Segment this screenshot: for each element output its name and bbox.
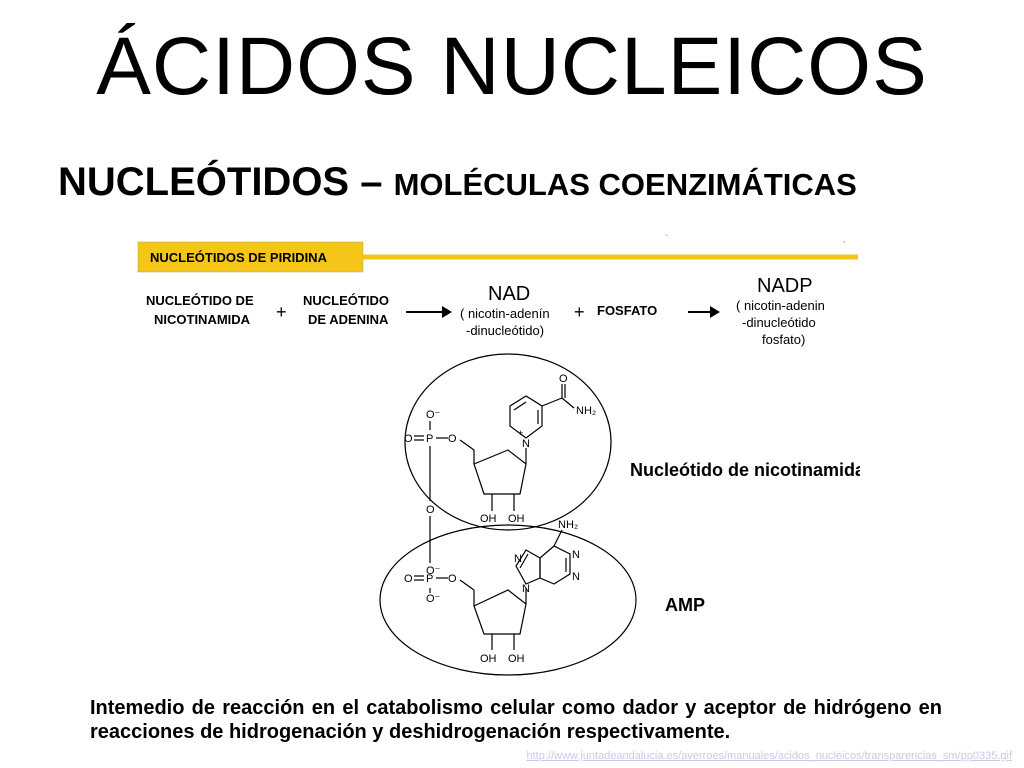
nadp-desc-line2: -dinucleótido	[742, 315, 816, 330]
reactant1-line2: NICOTINAMIDA	[154, 312, 251, 327]
atom-oh-top-1: OH	[480, 513, 497, 525]
slide-subtitle: NUCLEÓTIDOS – MOLÉCULAS COENZIMÁTICAS	[58, 160, 857, 205]
atom-oh-bottom-1: OH	[480, 653, 497, 665]
atom-n-adenine-4: N	[522, 583, 530, 595]
atom-nh2-amide: NH₂	[576, 405, 596, 417]
atom-o-ester-top: O	[448, 433, 457, 445]
source-link[interactable]: http://www.juntadeandalucia.es/averroes/…	[526, 750, 1012, 762]
nad-desc-line1: ( nicotin-adenín	[460, 306, 550, 321]
nadp-label: NADP	[757, 275, 813, 297]
plus-sign-2: +	[574, 302, 585, 322]
banner-label: NUCLEÓTIDOS DE PIRIDINA	[150, 250, 328, 265]
svg-text:`: `	[665, 233, 668, 245]
reaction-arrow-1	[406, 306, 452, 318]
nad-label: NAD	[488, 283, 530, 305]
atom-n-adenine-2: N	[572, 571, 580, 583]
reactant2-line2: DE ADENINA	[308, 312, 389, 327]
reactant2-line1: NUCLEÓTIDO	[303, 293, 389, 308]
svg-text:‚: ‚	[843, 234, 845, 245]
atom-nh2-adenine: NH₂	[558, 519, 578, 531]
nadp-desc-line1: ( nicotin-adenin	[736, 298, 825, 313]
atom-o-amide: O	[559, 373, 568, 385]
nad-molecule-atoms: O⁻ O P O O N + O NH₂ OH OH NH₂ N N N N O…	[404, 373, 596, 665]
amp-label: AMP	[665, 595, 705, 615]
subtitle-rest: MOLÉCULAS COENZIMÁTICAS	[393, 167, 857, 202]
phosphate-label: FOSFATO	[597, 303, 657, 318]
nad-structure-figure: NUCLEÓTIDOS DE PIRIDINA ` ‚ NUCLEÓTIDO D…	[137, 233, 860, 676]
atom-o-double-bottom: O	[404, 573, 413, 585]
atom-o-ester-bottom: O	[448, 573, 457, 585]
subtitle-main: NUCLEÓTIDOS –	[58, 160, 394, 204]
atom-oh-top-2: OH	[508, 513, 525, 525]
atom-o-double-top: O	[404, 433, 413, 445]
banner: NUCLEÓTIDOS DE PIRIDINA ` ‚	[137, 233, 858, 273]
reaction-scheme: NUCLEÓTIDO DE NICOTINAMIDA + NUCLEÓTIDO …	[146, 275, 825, 347]
atom-n-adenine-1: N	[572, 549, 580, 561]
atom-oh-bottom-2: OH	[508, 653, 525, 665]
reaction-arrow-2	[688, 306, 720, 318]
atom-plus-charge: +	[518, 428, 523, 438]
atom-p-bottom: P	[426, 573, 433, 585]
atom-o-minus-top: O⁻	[426, 409, 441, 421]
reactant1-line1: NUCLEÓTIDO DE	[146, 293, 254, 308]
nad-molecule-bonds	[414, 384, 575, 650]
slide-title: ÁCIDOS NUCLEICOS	[96, 21, 928, 112]
atom-p-top: P	[426, 433, 433, 445]
atom-o-minus-bottom-top: O⁻	[426, 565, 441, 577]
nadp-desc-line3: fosfato)	[762, 332, 805, 347]
description-paragraph: Intemedio de reacción en el catabolismo …	[90, 697, 942, 743]
nicotinamide-nucleotide-label: Nucleótido de nicotinamida	[630, 460, 860, 480]
atom-o-bridge: O	[426, 504, 435, 516]
atom-n-adenine-3: N	[514, 553, 522, 565]
atom-n-plus: N	[522, 438, 530, 450]
nicotinamide-circle	[404, 353, 612, 531]
plus-sign: +	[276, 302, 287, 322]
nad-desc-line2: -dinucleótido)	[466, 323, 544, 338]
amp-circle	[379, 524, 637, 676]
atom-o-minus-bottom: O⁻	[426, 593, 441, 605]
